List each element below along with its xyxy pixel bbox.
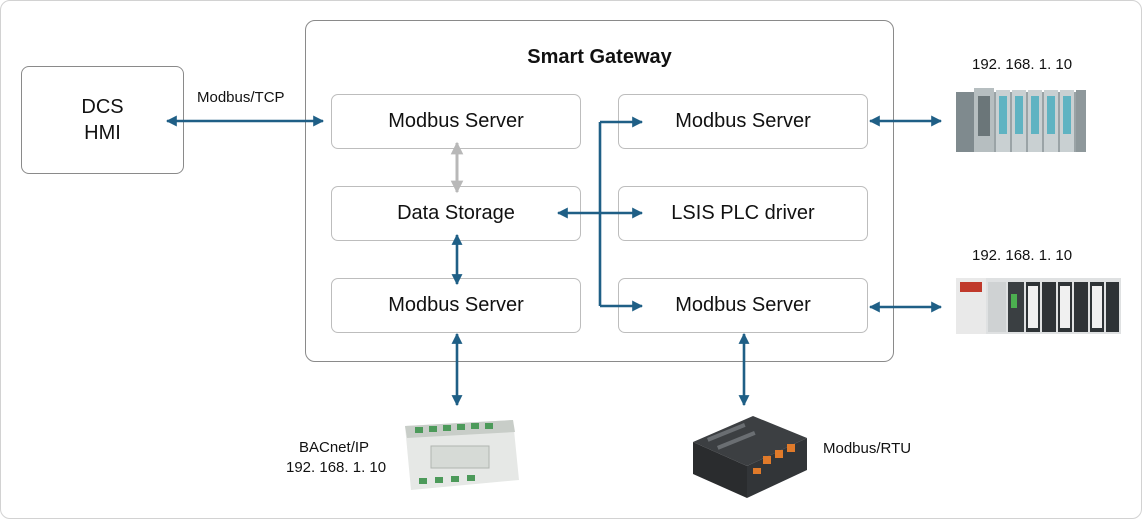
lsis-plc-driver-label: LSIS PLC driver [671, 202, 815, 224]
plc-mid-ip-label: 192. 168. 1. 10 [972, 247, 1073, 264]
modbus-rtu-module-image [693, 416, 807, 498]
dcs-label: DCS [81, 96, 124, 118]
bacnet-protocol-label: BACnet/IP [299, 439, 370, 456]
smart-gateway-title: Smart Gateway [527, 46, 672, 68]
siemens-plc-rack-image [956, 88, 1086, 152]
plc-top-ip-label: 192. 168. 1. 10 [972, 56, 1073, 73]
bacnet-controller-image [405, 420, 519, 490]
right-modbus-server-box: Modbus Server [618, 94, 868, 149]
bottom-left-modbus-server-box: Modbus Server [331, 278, 581, 333]
bottom-left-modbus-server-label: Modbus Server [388, 294, 524, 316]
data-storage-box: Data Storage [331, 186, 581, 241]
bacnet-ip-label: 192. 168. 1. 10 [286, 459, 387, 476]
bottom-right-modbus-server-box: Modbus Server [618, 278, 868, 333]
modbus-rtu-label: Modbus/RTU [823, 440, 912, 457]
left-modbus-server-label: Modbus Server [388, 110, 524, 132]
bottom-right-modbus-server-label: Modbus Server [675, 294, 811, 316]
data-storage-label: Data Storage [397, 202, 515, 224]
hmi-label: HMI [84, 122, 121, 144]
ls-plc-rack-image [956, 278, 1121, 334]
modbus-tcp-label: Modbus/TCP [197, 89, 285, 106]
right-modbus-server-label: Modbus Server [675, 110, 811, 132]
lsis-plc-driver-box: LSIS PLC driver [618, 186, 868, 241]
